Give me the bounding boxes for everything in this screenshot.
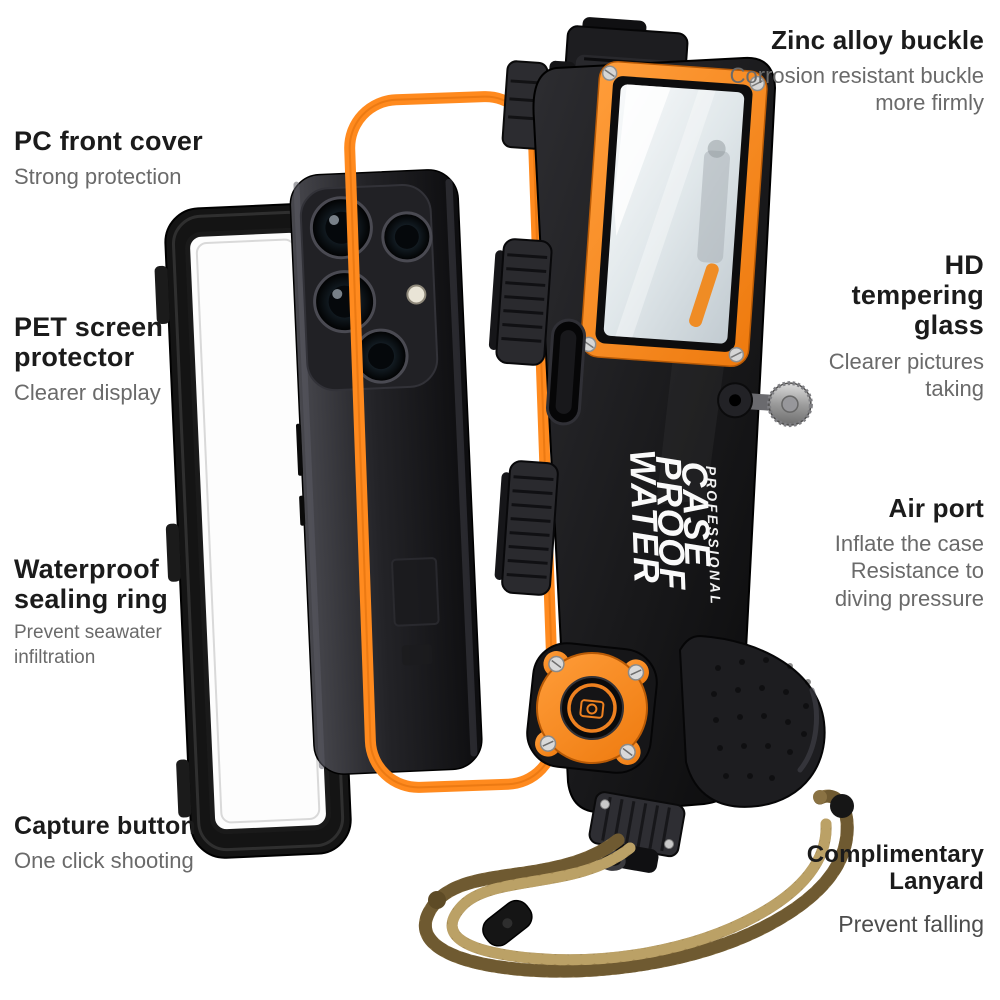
callout-description: Corrosion resistant buckle more firmly [729, 63, 984, 116]
callout-description: Clearer pictures taking [828, 348, 984, 401]
capture-button-screws [539, 655, 645, 761]
callout-title: Waterproof sealing ring [14, 554, 168, 615]
air-port-valve [717, 381, 813, 428]
callout-pet-screen-protector: PET screen protector Clearer display [14, 312, 176, 407]
callout-waterproof-sealing-ring: Waterproof sealing ring Prevent seawater… [14, 554, 182, 670]
callout-complimentary-lanyard: Complimentary Lanyard Prevent falling [794, 841, 984, 938]
phone [289, 169, 483, 775]
back-cover-clasps [154, 265, 192, 818]
lanyard-knot [830, 794, 854, 818]
case-print-professional: PROFESSIONAL [703, 466, 724, 607]
case-print-proof: PROOF [648, 455, 694, 592]
callout-title: Capture button [14, 812, 196, 840]
callout-air-port: Air port Inflate the case Resistance to … [812, 493, 984, 612]
callout-description: Prevent falling [838, 910, 984, 937]
case-print-text: WATER PROOF CASE PROFESSIONAL [622, 449, 724, 607]
capture-shutter-button [526, 642, 658, 774]
callout-zinc-alloy-buckle: Zinc alloy buckle Corrosion resistant bu… [722, 25, 984, 117]
callout-title: HD tempering glass [851, 250, 984, 341]
callout-title: PET screen protector [14, 312, 164, 373]
callout-title: Complimentary Lanyard [806, 841, 984, 895]
camera-glyph-icon [579, 699, 605, 719]
case-print-case: CASE [674, 461, 719, 568]
callout-title: Zinc alloy buckle [771, 25, 984, 55]
callout-description: Clearer display [14, 380, 161, 406]
phone-camera-module [299, 184, 439, 392]
callout-description: Prevent seawater infiltration [14, 622, 162, 668]
grip-handle [678, 634, 826, 808]
sealing-ring [344, 91, 560, 793]
callout-description: Inflate the case Resistance to diving pr… [834, 531, 984, 611]
case-hinge-bottom [494, 460, 559, 596]
callout-pc-front-cover: PC front cover Strong protection [14, 126, 254, 191]
callout-hd-tempering-glass: HD tempering glass Clearer pictures taki… [806, 250, 984, 402]
lanyard-toggle [482, 899, 533, 947]
callout-description: Strong protection [14, 164, 182, 190]
case-print-water: WATER [622, 449, 668, 585]
case-window-frame [580, 60, 768, 368]
main-case: WATER PROOF CASE PROFESSIONAL [488, 17, 826, 873]
case-latch-slot [545, 318, 587, 426]
callout-capture-button: Capture button One click shooting [14, 812, 244, 874]
case-hinge-top [488, 238, 553, 366]
callout-title: Air port [888, 493, 984, 523]
callout-title: PC front cover [14, 126, 203, 156]
lanyard-cord [418, 789, 854, 978]
callout-description: One click shooting [14, 848, 194, 873]
